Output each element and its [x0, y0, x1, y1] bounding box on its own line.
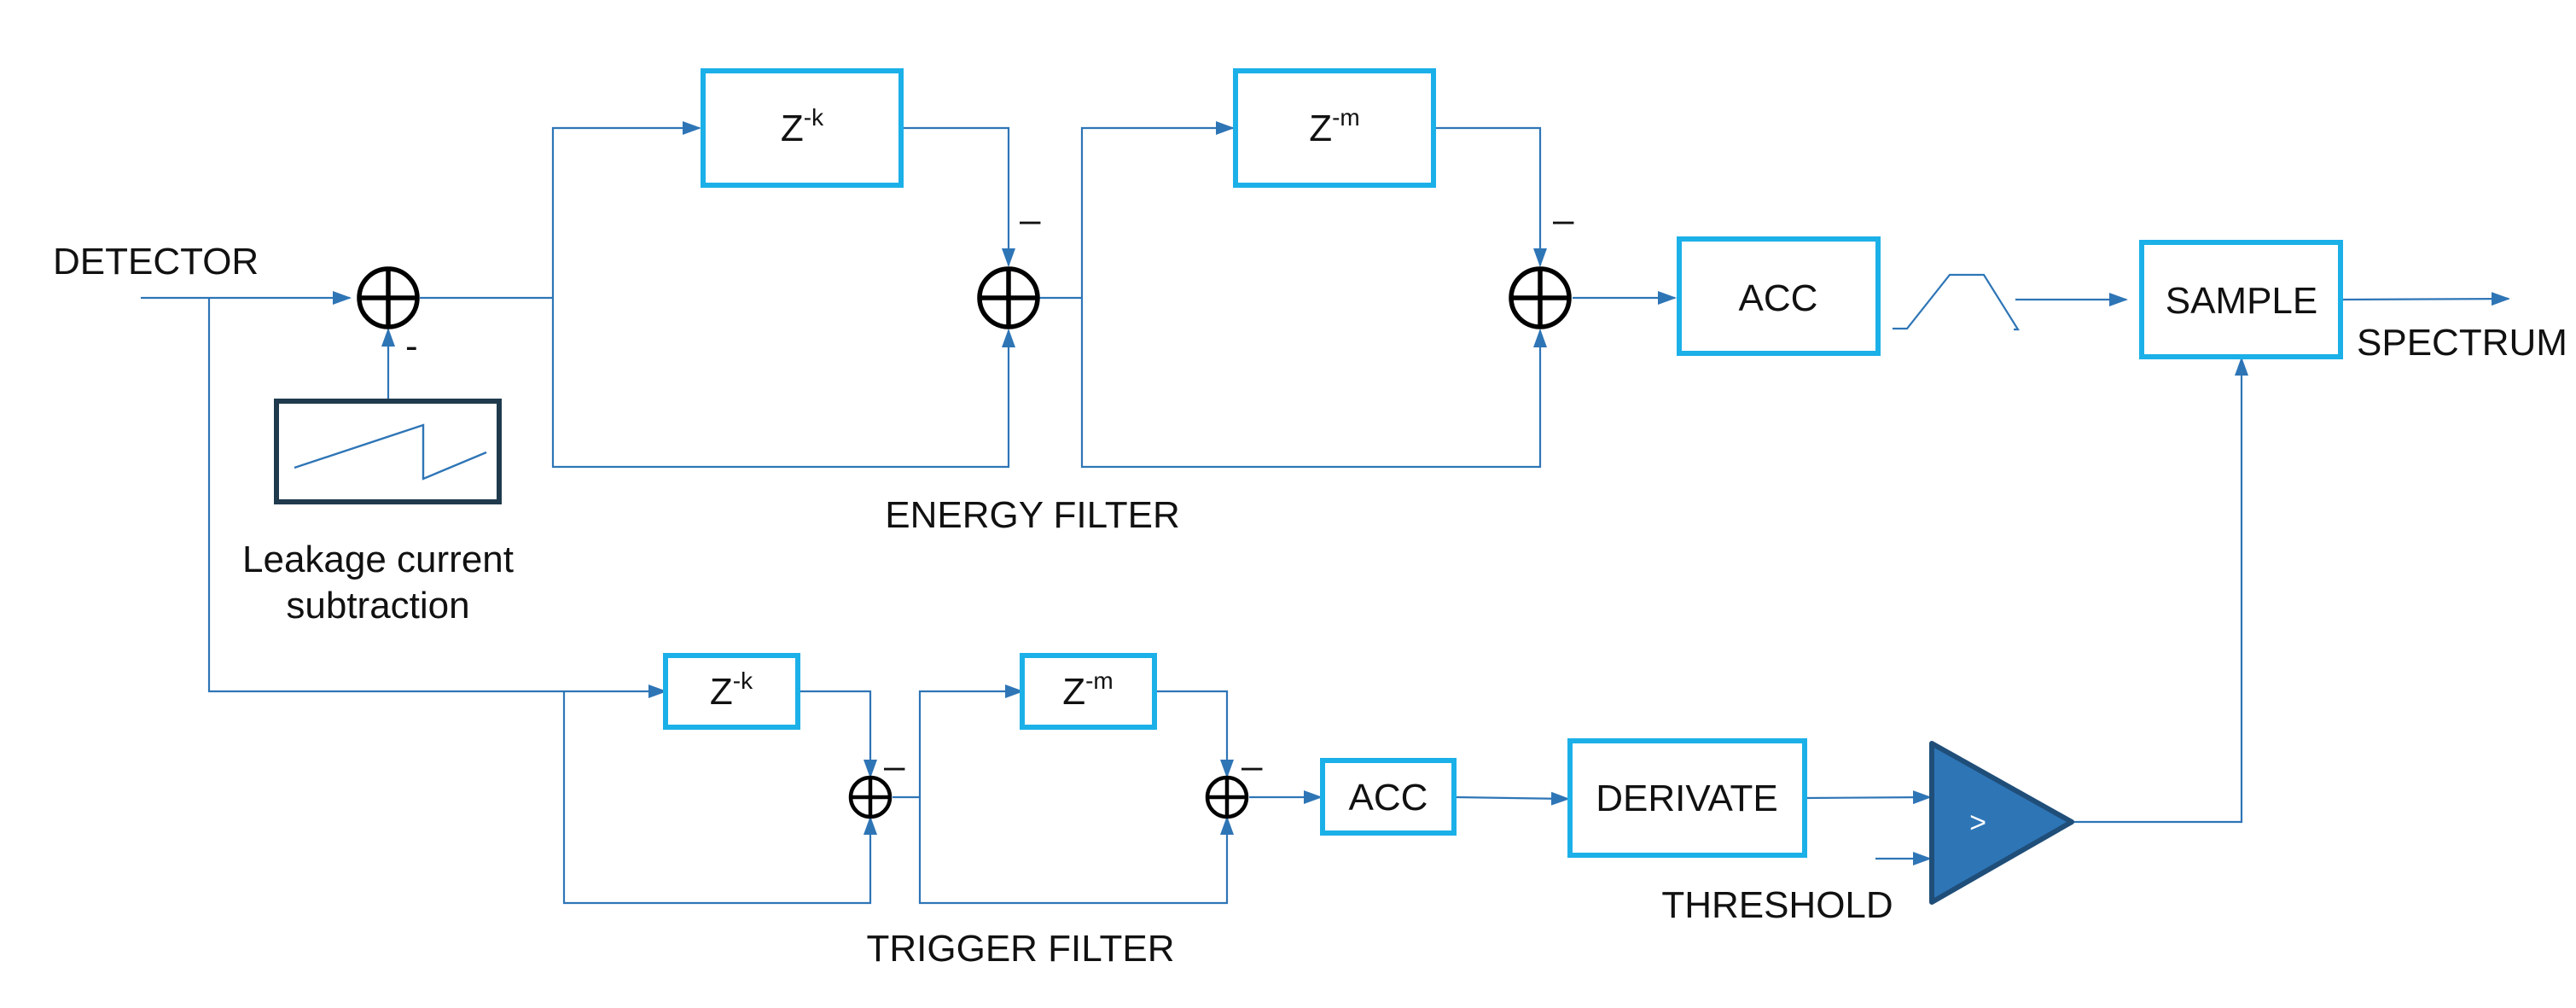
delay-k-energy-base: Z: [781, 108, 804, 149]
wire-detector-to-trigger: [207, 298, 667, 698]
wire-zk-trigger-to-sum: [800, 690, 877, 778]
sawtooth-icon: [294, 423, 487, 481]
delay-m-energy-block: Z-m: [1233, 68, 1436, 188]
minus-sign-energy-1: –: [1020, 199, 1041, 241]
delay-k-trigger-box: [663, 653, 800, 730]
comparator-symbol: >: [1969, 807, 1986, 839]
svg-text:Z-k: Z-k: [710, 667, 753, 713]
wires: [141, 121, 2510, 905]
delay-m-energy-box: [1233, 68, 1436, 188]
comparator-triangle: [1929, 741, 2074, 905]
delay-m-trigger-base: Z: [1062, 671, 1085, 713]
trigger-filter-label: TRIGGER FILTER: [867, 928, 1175, 970]
sum-junction-leakage: [357, 266, 420, 329]
wire-energy2-bypass: [1080, 298, 1547, 469]
delay-m-energy-base: Z: [1309, 108, 1332, 149]
wire-comparator-to-sample: [2072, 357, 2248, 824]
wire-trigger1-bypass: [562, 691, 877, 905]
wire-derivate-to-comparator: [1804, 790, 1932, 805]
minus-sign-leakage: -: [405, 325, 418, 367]
acc-trigger-box: [1320, 758, 1457, 836]
delay-k-trigger-block: Z-k: [663, 653, 800, 730]
wire-zk-energy-to-sum: [901, 126, 1015, 267]
wire-trigger2-bypass: [918, 797, 1234, 905]
wire-acc-to-derivate: [1455, 791, 1570, 806]
wire-zm-trigger-to-sum: [1156, 690, 1234, 778]
delay-k-energy-box: [701, 68, 904, 188]
acc-trigger-label: ACC: [1349, 777, 1428, 819]
acc-energy-block: ACC: [1677, 236, 1881, 356]
delay-k-energy-block: Z-k: [701, 68, 904, 188]
leakage-label-line2: subtraction: [286, 585, 469, 626]
sum-junction-energy-1: [977, 266, 1040, 329]
acc-trigger-block: ACC: [1320, 758, 1457, 836]
trapezoid-shape: [1893, 273, 2020, 331]
svg-text:Z-m: Z-m: [1062, 667, 1114, 713]
minus-sign-energy-2: –: [1553, 199, 1574, 241]
detector-label: DETECTOR: [53, 241, 259, 283]
delay-m-trigger-exp: -m: [1085, 667, 1114, 694]
delay-k-trigger-base: Z: [710, 671, 733, 713]
threshold-label: THRESHOLD: [1661, 884, 1893, 926]
wire-to-zm-trigger: [918, 685, 1024, 797]
minus-sign-trigger-1: –: [884, 745, 905, 787]
sum-junction-energy-2: [1509, 266, 1572, 329]
derivate-box: [1567, 738, 1807, 858]
sample-label: SAMPLE: [2166, 280, 2318, 322]
delay-m-energy-exp: -m: [1332, 104, 1360, 131]
comparator: >: [1929, 741, 2074, 905]
wire-to-zk-energy: [551, 121, 701, 298]
wire-energy1-bypass: [551, 298, 1015, 469]
sum-junction-trigger-2: [1205, 775, 1249, 819]
leakage-box: [274, 399, 502, 504]
svg-text:Z-k: Z-k: [781, 104, 824, 149]
delay-m-trigger-block: Z-m: [1020, 653, 1157, 730]
derivate-label: DERIVATE: [1596, 778, 1778, 819]
derivate-block: DERIVATE: [1567, 738, 1807, 858]
sample-block: SAMPLE: [2139, 240, 2343, 359]
svg-text:Z-m: Z-m: [1309, 104, 1360, 149]
wire-zm-energy-to-sum: [1433, 126, 1547, 267]
sample-box: [2139, 240, 2343, 359]
acc-energy-box: [1677, 236, 1881, 356]
sum-junction-trigger-1: [848, 775, 893, 819]
spectrum-label: SPECTRUM: [2357, 322, 2567, 364]
leakage-block: [274, 399, 502, 504]
wire-sample-to-spectrum: [2342, 292, 2510, 306]
delay-k-energy-exp: -k: [804, 104, 824, 131]
acc-energy-label: ACC: [1739, 277, 1818, 319]
delay-m-trigger-box: [1020, 653, 1157, 730]
wire-to-zm-energy: [1080, 121, 1235, 298]
leakage-label-line1: Leakage current: [242, 539, 514, 580]
delay-k-trigger-exp: -k: [733, 667, 753, 694]
minus-sign-trigger-2: –: [1241, 745, 1263, 787]
energy-filter-label: ENERGY FILTER: [885, 494, 1180, 536]
